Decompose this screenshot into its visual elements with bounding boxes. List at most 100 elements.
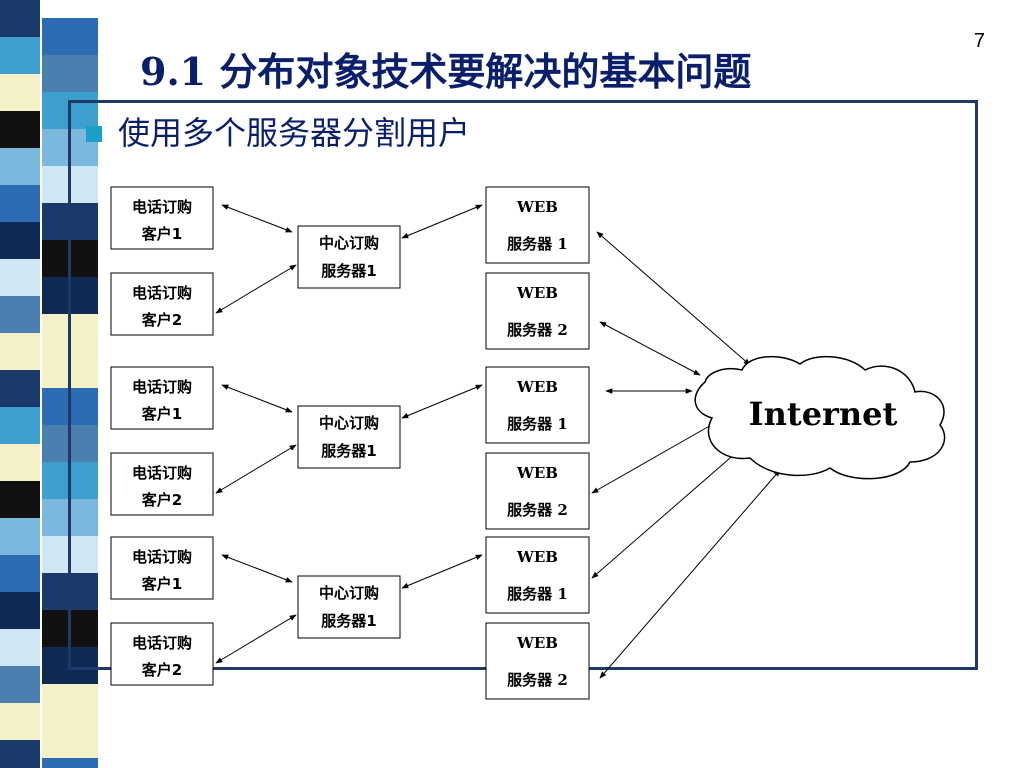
center-server-node-1-line2: 服务器1 <box>321 442 376 460</box>
web-server-node-2-1-box <box>485 536 590 614</box>
bidirectional-arrow <box>215 444 297 494</box>
web-server-node-2-2-line2: 服务器 2 <box>507 671 568 689</box>
cloud-shape <box>694 355 946 480</box>
page-number: 7 <box>973 30 985 52</box>
client-node-1-2-line2: 客户2 <box>141 491 182 509</box>
stripe-block <box>0 481 40 518</box>
client-node-2-2-line1: 电话订购 <box>132 634 192 652</box>
stripe-block <box>0 37 40 74</box>
client-node-2-2-box <box>110 622 214 686</box>
bidirectional-arrow <box>401 384 483 419</box>
center-server-node-2-line1: 中心订购 <box>319 584 379 602</box>
web-server-node-0-2-line1: WEB <box>516 284 558 302</box>
web-server-node-0-1-box <box>485 186 590 264</box>
client-node-1-2-box <box>110 452 214 516</box>
web-server-node-1-1-line2: 服务器 1 <box>507 415 568 433</box>
stripe-block <box>0 629 40 666</box>
client-node-0-2-line1: 电话订购 <box>132 284 192 302</box>
connection-arrows <box>215 204 781 679</box>
client-node-0-1-line1: 电话订购 <box>132 198 192 216</box>
stripe-block <box>0 592 40 629</box>
web-server-node-1-1-line1: WEB <box>516 378 558 396</box>
web-server-node-1-2-box <box>485 452 590 530</box>
web-server-node-1-1-box <box>485 366 590 444</box>
web-server-node-2-1-line2: 服务器 1 <box>507 585 568 603</box>
stripe-block <box>0 333 40 370</box>
center-server-node-1-box <box>297 405 401 469</box>
stripe-block <box>40 55 98 92</box>
bidirectional-arrow <box>591 444 746 579</box>
web-server-node-0-1-line2: 服务器 1 <box>507 235 568 253</box>
web-server-node-0-2: WEB 服务器 2 <box>485 272 590 350</box>
stripe-block <box>0 518 40 555</box>
bidirectional-arrow <box>215 264 297 314</box>
center-server-node-0-line2: 服务器1 <box>321 262 376 280</box>
center-server-node-0-line1: 中心订购 <box>319 234 379 252</box>
bidirectional-arrow <box>401 554 483 589</box>
web-server-node-2-1: WEB 服务器 1 <box>485 536 590 614</box>
web-server-node-2-2-box <box>485 622 590 700</box>
client-node-1-1-line1: 电话订购 <box>132 378 192 396</box>
stripe-divider <box>40 0 42 768</box>
web-server-node-2-1-line1: WEB <box>516 548 558 566</box>
bidirectional-arrow <box>401 204 483 239</box>
slide-title: 9.1 分布对象技术要解决的基本问题 <box>140 49 752 94</box>
client-node-2-2-line2: 客户2 <box>141 661 182 679</box>
web-server-node-2-2: WEB 服务器 2 <box>485 622 590 700</box>
stripe-block <box>0 222 40 259</box>
client-node-0-1-line2: 客户1 <box>141 225 182 243</box>
client-node-2-1-box <box>110 536 214 600</box>
stripe-block <box>40 721 98 758</box>
bullet-square-icon <box>86 126 102 142</box>
center-server-node-2-line2: 服务器1 <box>321 612 376 630</box>
client-node-1-1-line2: 客户1 <box>141 405 182 423</box>
stripe-block <box>0 74 40 111</box>
stripe-block <box>0 185 40 222</box>
stripe-block <box>0 555 40 592</box>
web-server-node-1-1: WEB 服务器 1 <box>485 366 590 444</box>
client-node-1-1-box <box>110 366 214 430</box>
stripe-block <box>0 407 40 444</box>
stripe-block <box>0 259 40 296</box>
web-server-node-0-2-line2: 服务器 2 <box>507 321 568 339</box>
web-server-node-1-2-line2: 服务器 2 <box>507 501 568 519</box>
center-server-node-2-box <box>297 575 401 639</box>
client-node-0-1-box <box>110 186 214 250</box>
stripe-block <box>40 684 98 721</box>
stripe-block <box>0 703 40 740</box>
stripe-block <box>0 111 40 148</box>
stripe-block <box>0 666 40 703</box>
cloud-label: Internet <box>749 395 898 433</box>
internet-cloud: Internet <box>694 355 946 480</box>
stripe-block <box>0 370 40 407</box>
stripe-block <box>40 18 98 55</box>
center-server-node-1-line1: 中心订购 <box>319 414 379 432</box>
client-node-0-2-line2: 客户2 <box>141 311 182 329</box>
client-node-2-1-line2: 客户1 <box>141 575 182 593</box>
center-server-node-0-box <box>297 225 401 289</box>
stripe-block <box>0 444 40 481</box>
bidirectional-arrow <box>591 419 721 494</box>
bidirectional-arrow <box>599 321 701 376</box>
stripe-block <box>40 758 98 768</box>
client-node-0-2-box <box>110 272 214 336</box>
bidirectional-arrow <box>221 384 293 413</box>
client-node-2-1-line1: 电话订购 <box>132 548 192 566</box>
stripe-block <box>0 148 40 185</box>
web-server-node-2-2-line1: WEB <box>516 634 558 652</box>
web-server-node-1-2-line1: WEB <box>516 464 558 482</box>
client-node-1-2-line1: 电话订购 <box>132 464 192 482</box>
bidirectional-arrow <box>596 231 751 366</box>
web-server-node-1-2: WEB 服务器 2 <box>485 452 590 530</box>
